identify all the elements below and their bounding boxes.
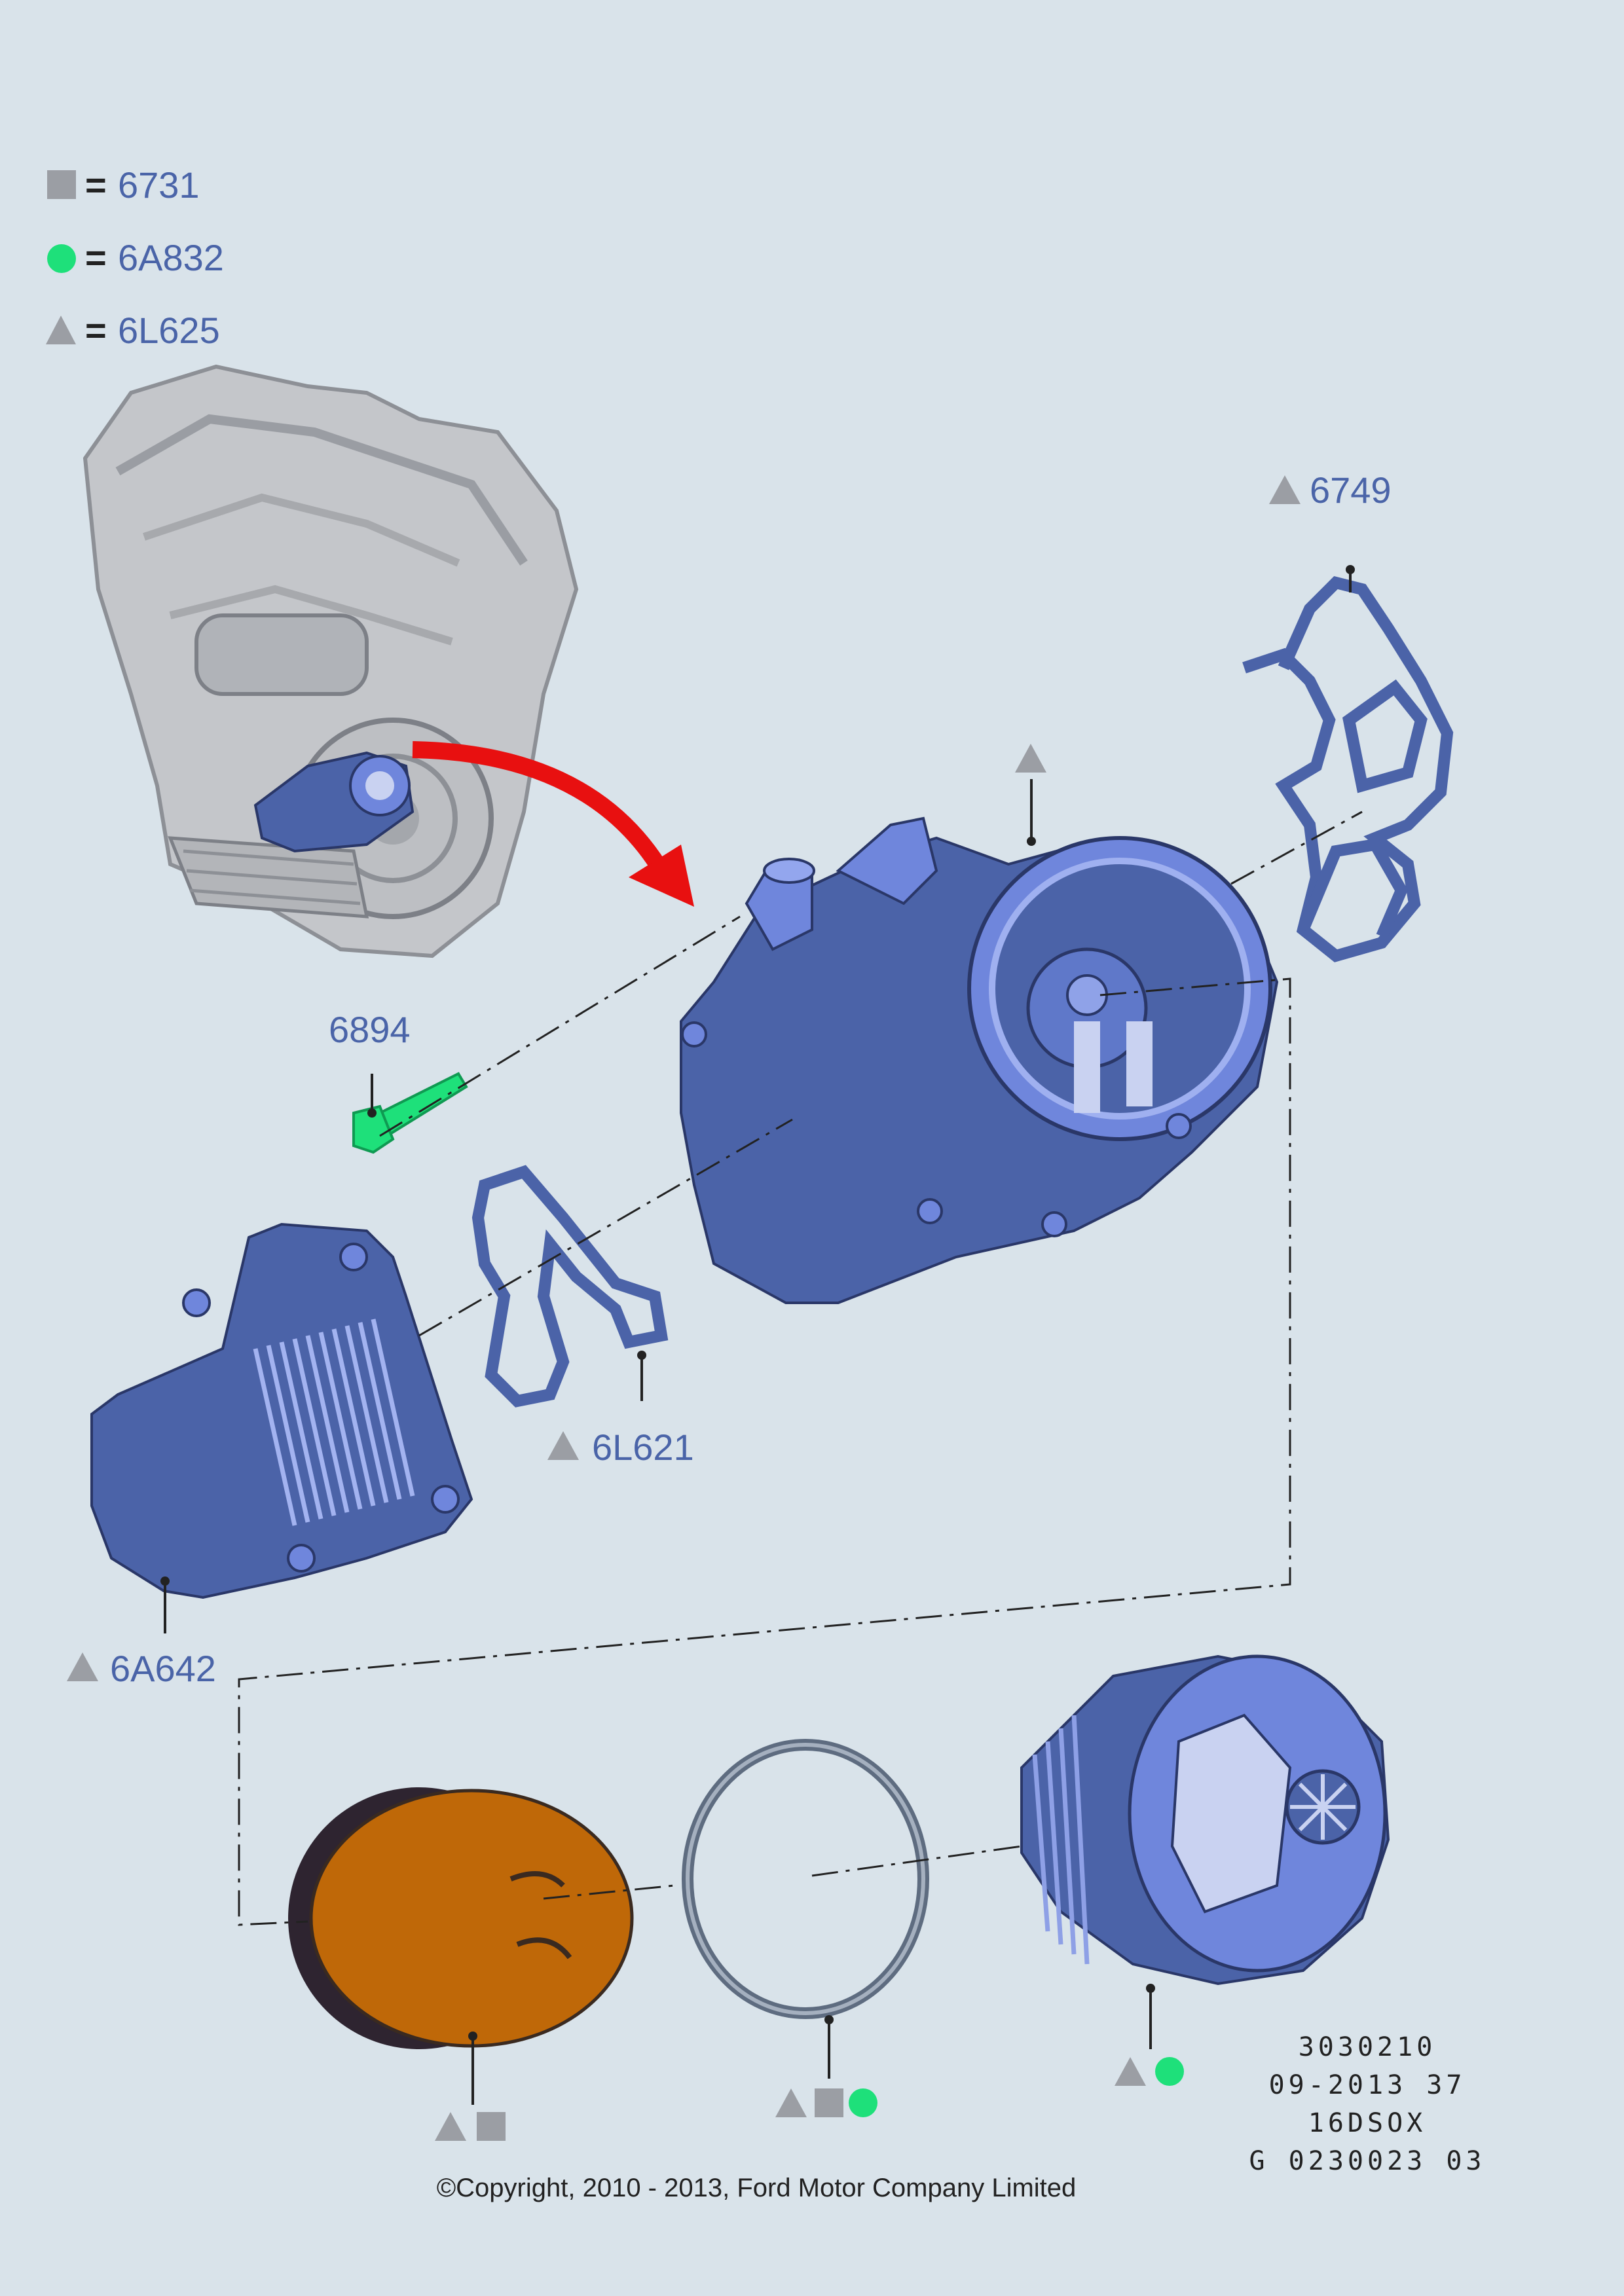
reference-block: 3030210 09-2013 37 16DSOX G 0230023 03	[1249, 2032, 1486, 2176]
callout-o-ring	[775, 2088, 877, 2117]
square-icon	[477, 2112, 506, 2141]
legend-code-triangle: 6L625	[118, 310, 220, 351]
square-icon	[815, 2088, 843, 2117]
legend-code-circle: 6A832	[118, 237, 224, 278]
reference-line-2: 09-2013 37	[1269, 2070, 1466, 2100]
callout-6749: 6749	[1269, 469, 1392, 511]
triangle-icon	[1115, 2057, 1146, 2086]
callout-6a642: 6A642	[67, 1648, 216, 1689]
filter-cap	[1020, 1654, 1390, 1986]
copyright-text: ©Copyright, 2010 - 2013, Ford Motor Comp…	[437, 2174, 1077, 2202]
triangle-icon	[46, 316, 76, 344]
alignment-lines	[238, 811, 1363, 1926]
callout-filter-cap	[1115, 2057, 1184, 2086]
reference-line-4: G 0230023 03	[1249, 2146, 1486, 2176]
oil-cooler-6a642	[90, 1222, 473, 1599]
oil-filter-housing	[680, 816, 1279, 1304]
triangle-icon	[67, 1652, 98, 1681]
legend-item-triangle: = 6L625	[46, 310, 220, 351]
legend-item-circle: = 6A832	[47, 237, 224, 278]
triangle-icon	[775, 2088, 807, 2117]
engine-illustration	[83, 364, 579, 958]
triangle-icon	[435, 2112, 466, 2141]
gasket-6749	[1242, 576, 1454, 962]
part-label-6749: 6749	[1310, 469, 1392, 511]
legend: = 6731 = 6A832 = 6L625	[46, 164, 224, 351]
part-label-6l621: 6L621	[592, 1427, 694, 1468]
legend-eq: =	[85, 237, 107, 278]
callout-filter-element	[435, 2112, 506, 2141]
leader-lines	[160, 565, 1355, 2105]
circle-icon	[849, 2088, 877, 2117]
o-ring	[682, 1739, 929, 2019]
square-icon	[47, 170, 76, 199]
reference-line-3: 16DSOX	[1308, 2108, 1427, 2138]
reference-line-1: 3030210	[1299, 2032, 1437, 2062]
engine-highlighted-housing	[253, 751, 415, 853]
legend-code-square: 6731	[118, 164, 200, 206]
gasket-6l621	[471, 1165, 669, 1408]
oil-filter-element	[288, 1787, 634, 2049]
part-label-6894: 6894	[329, 1009, 411, 1050]
legend-eq: =	[85, 310, 107, 351]
bolt-6894	[352, 1072, 468, 1154]
part-label-6a642: 6A642	[110, 1648, 216, 1689]
callout-6l621: 6L621	[547, 1427, 694, 1468]
circle-icon	[1155, 2057, 1184, 2086]
callout-6894: 6894	[329, 1009, 411, 1050]
triangle-icon	[547, 1431, 579, 1460]
legend-item-square: = 6731	[47, 164, 200, 206]
circle-icon	[47, 244, 76, 273]
triangle-icon	[1269, 475, 1301, 504]
triangle-icon	[1015, 744, 1046, 773]
legend-eq: =	[85, 164, 107, 206]
red-arrow-icon	[412, 741, 694, 907]
callout-housing	[1015, 744, 1046, 773]
